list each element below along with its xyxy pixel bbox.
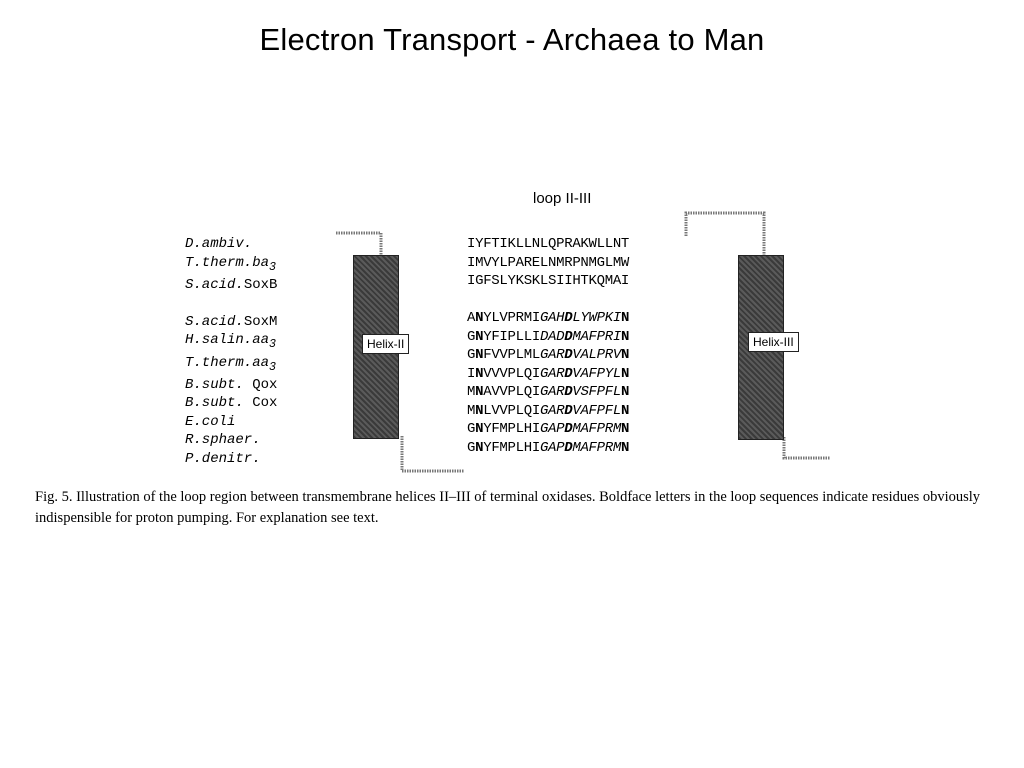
loop-sequence: GNYFMPLHIGAPDMAFPRMN (467, 421, 630, 437)
slide-title: Electron Transport - Archaea to Man (259, 22, 765, 57)
loop-top-connector (684, 211, 766, 256)
species-name: H.salin.aa3 (185, 332, 277, 352)
loop-sequence: IYFTIKLLNLQPRAKWLLNT (467, 236, 630, 252)
species-name: B.subt. Qox (185, 376, 278, 393)
species-name: P.denitr. (185, 450, 261, 467)
species-name: T.therm.aa3 (185, 354, 277, 374)
sequence-list: IYFTIKLLNLQPRAKWLLNT IMVYLPARELNMRPNMGLMW… (467, 235, 629, 457)
loop-sequence: ANYLVPRMIGAHDLYWPKIN (467, 310, 630, 326)
species-name: D.ambiv. (185, 236, 253, 252)
loop-sequence: IGFSLYKSKLSIIHTKQMAI (467, 273, 630, 289)
helix-2-label: Helix-II (362, 334, 410, 354)
species-name: T.therm.ba3 (185, 254, 277, 274)
species-name: S.acid.SoxM (185, 313, 278, 330)
loop-sequence: MNLVVPLQIGARDVAFPFLN (467, 402, 630, 419)
loop-sequence: GNYFIPLLIDADDMAFPRIN (467, 328, 630, 345)
helix-3-bottom-tail (782, 437, 830, 460)
loop-sequence: IMVYLPARELNMRPNMGLMW (467, 254, 630, 271)
loop-sequence: INVVVPLQIGARDVAFPYLN (467, 365, 630, 382)
species-name: S.acid.SoxB (185, 276, 278, 293)
species-name: E.coli (185, 413, 236, 430)
figure-caption: Fig. 5. Illustration of the loop region … (35, 489, 981, 526)
loop-label: loop II-III (533, 190, 592, 207)
group-spacer (467, 291, 629, 310)
species-name: B.subt. Cox (185, 395, 278, 412)
species-name: R.sphaer. (185, 432, 261, 449)
loop-sequence: MNAVVPLQIGARDVSFPFLN (467, 384, 630, 400)
group-spacer (185, 294, 277, 313)
helix-3-label: Helix-III (748, 332, 799, 352)
loop-sequence: GNFVVPLMLGARDVALPRVN (467, 347, 630, 363)
loop-sequence: GNYFMPLHIGAPDMAFPRMN (467, 439, 630, 456)
helix-2-top-tail (336, 231, 383, 256)
loop-connector (400, 436, 464, 473)
